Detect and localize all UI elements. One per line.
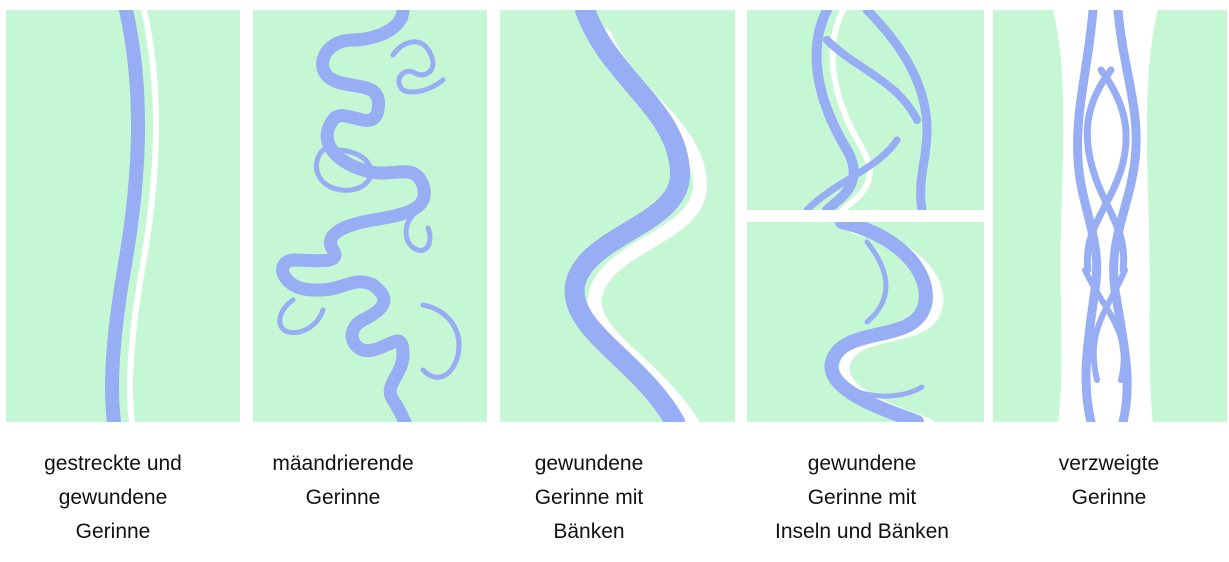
caption-line: gewundene [0, 481, 228, 515]
caption-line: Gerinne [228, 481, 458, 515]
islands-bars-top-diagram [747, 10, 984, 210]
caption-line: gewundene [474, 447, 704, 481]
straight-channel-diagram [6, 10, 240, 422]
caption-straight-channel: gestreckte und gewundene Gerinne [0, 447, 228, 549]
caption-braided-channel: verzweigte Gerinne [994, 447, 1224, 515]
panel-meandering-channel [253, 10, 487, 422]
panel-straight-channel [6, 10, 240, 422]
panel-sinuous-channel-bars [500, 10, 735, 422]
caption-line: Gerinne [0, 515, 228, 549]
caption-sinuous-channel-bars: gewundene Gerinne mit Bänken [474, 447, 704, 549]
islands-bars-bottom-diagram [747, 222, 984, 422]
caption-line: verzweigte [994, 447, 1224, 481]
caption-line: mäandrierende [228, 447, 458, 481]
caption-line: gewundene [747, 447, 977, 481]
caption-line: Gerinne mit [474, 481, 704, 515]
caption-line: Inseln und Bänken [747, 515, 977, 549]
caption-line: Gerinne [994, 481, 1224, 515]
caption-line: Gerinne mit [747, 481, 977, 515]
panel-braided-channel [993, 10, 1227, 422]
caption-line: Bänken [474, 515, 704, 549]
panel-islands-bars-top [747, 10, 984, 210]
caption-islands-bars: gewundene Gerinne mit Inseln und Bänken [747, 447, 977, 549]
meandering-channel-diagram [253, 10, 487, 422]
panel-islands-bars-bottom [747, 222, 984, 422]
caption-meandering-channel: mäandrierende Gerinne [228, 447, 458, 515]
braided-channel-diagram [993, 10, 1227, 422]
sinuous-channel-bars-diagram [500, 10, 735, 422]
caption-line: gestreckte und [0, 447, 228, 481]
